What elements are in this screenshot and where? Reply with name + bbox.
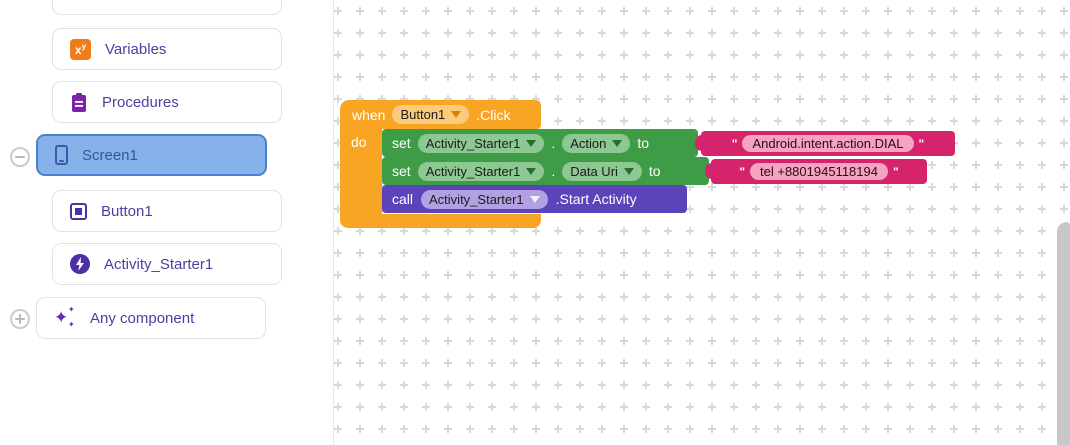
sidebar-item-button1[interactable]: Button1 [52,190,282,232]
string-value[interactable]: Android.intent.action.DIAL [742,135,914,152]
method-name: .Start Activity [555,191,637,207]
open-quote: " [731,136,738,151]
do-label: do [351,134,367,150]
event-component-dropdown[interactable]: Button1 [392,105,470,124]
property-dropdown[interactable]: Data Uri [562,161,642,181]
component-dropdown[interactable]: Activity_Starter1 [417,161,545,181]
close-quote: " [918,136,925,151]
sidebar-item-activity-starter1[interactable]: Activity_Starter1 [52,243,282,285]
call-keyword: call [392,191,414,207]
close-quote: " [892,164,899,179]
dot-separator: . [551,135,556,151]
set-action-block[interactable]: set Activity_Starter1 . Action to [382,129,698,157]
event-name: .Click [476,106,511,123]
component-dropdown[interactable]: Activity_Starter1 [421,189,548,209]
procedures-icon [70,92,88,113]
chevron-down-icon [529,195,540,203]
collapse-screen1-icon[interactable] [10,147,30,167]
property-dropdown[interactable]: Action [562,133,631,153]
set-datauri-block[interactable]: set Activity_Starter1 . Data Uri to [382,157,709,185]
screen-icon [55,145,68,165]
blocks-palette-sidebar: Colors xy Variables Procedures Screen1 [0,0,333,445]
string-value[interactable]: tel +8801945118194 [750,163,888,180]
expand-any-component-icon[interactable] [10,309,30,329]
sidebar-item-label: Button1 [101,202,153,220]
sidebar-item-label: Colors [89,0,132,3]
sidebar-item-colors[interactable]: Colors [52,0,282,15]
chevron-down-icon [451,111,462,118]
set-keyword: set [392,163,411,179]
any-component-icon: ✦ ✦ ✦ [54,305,75,329]
chevron-down-icon [623,167,634,175]
when-block-bottom[interactable] [340,214,541,228]
when-keyword: when [352,106,386,123]
vertical-scrollbar[interactable] [1057,222,1070,445]
open-quote: " [739,164,746,179]
text-string-block-datauri[interactable]: " tel +8801945118194 " [705,159,927,184]
sidebar-item-label: Variables [105,40,167,58]
when-event-block[interactable]: when Button1 .Click [340,100,541,129]
variables-icon: xy [70,38,91,60]
component-dropdown[interactable]: Activity_Starter1 [417,133,545,153]
sidebar-canvas-divider [333,0,334,445]
chevron-down-icon [526,139,537,147]
text-string-block-action[interactable]: " Android.intent.action.DIAL " [695,131,955,156]
sidebar-item-variables[interactable]: xy Variables [52,28,282,70]
sidebar-item-procedures[interactable]: Procedures [52,81,282,123]
chevron-down-icon [612,139,623,147]
to-label: to [637,135,650,151]
call-start-activity-block[interactable]: call Activity_Starter1 .Start Activity [382,185,687,213]
sidebar-item-label: Any component [90,309,195,327]
set-keyword: set [392,135,411,151]
when-block-do-column[interactable]: do [340,129,382,214]
chevron-down-icon [526,167,537,175]
sidebar-item-label: Procedures [102,93,179,111]
sidebar-item-label: Screen1 [82,146,138,164]
sidebar-item-label: Activity_Starter1 [104,255,214,273]
sidebar-item-any-component[interactable]: ✦ ✦ ✦ Any component [36,297,266,339]
button-icon [70,202,87,220]
to-label: to [648,163,661,179]
activity-starter-icon [70,254,90,274]
sidebar-item-screen1[interactable]: Screen1 [36,134,267,176]
dot-separator: . [551,163,556,179]
